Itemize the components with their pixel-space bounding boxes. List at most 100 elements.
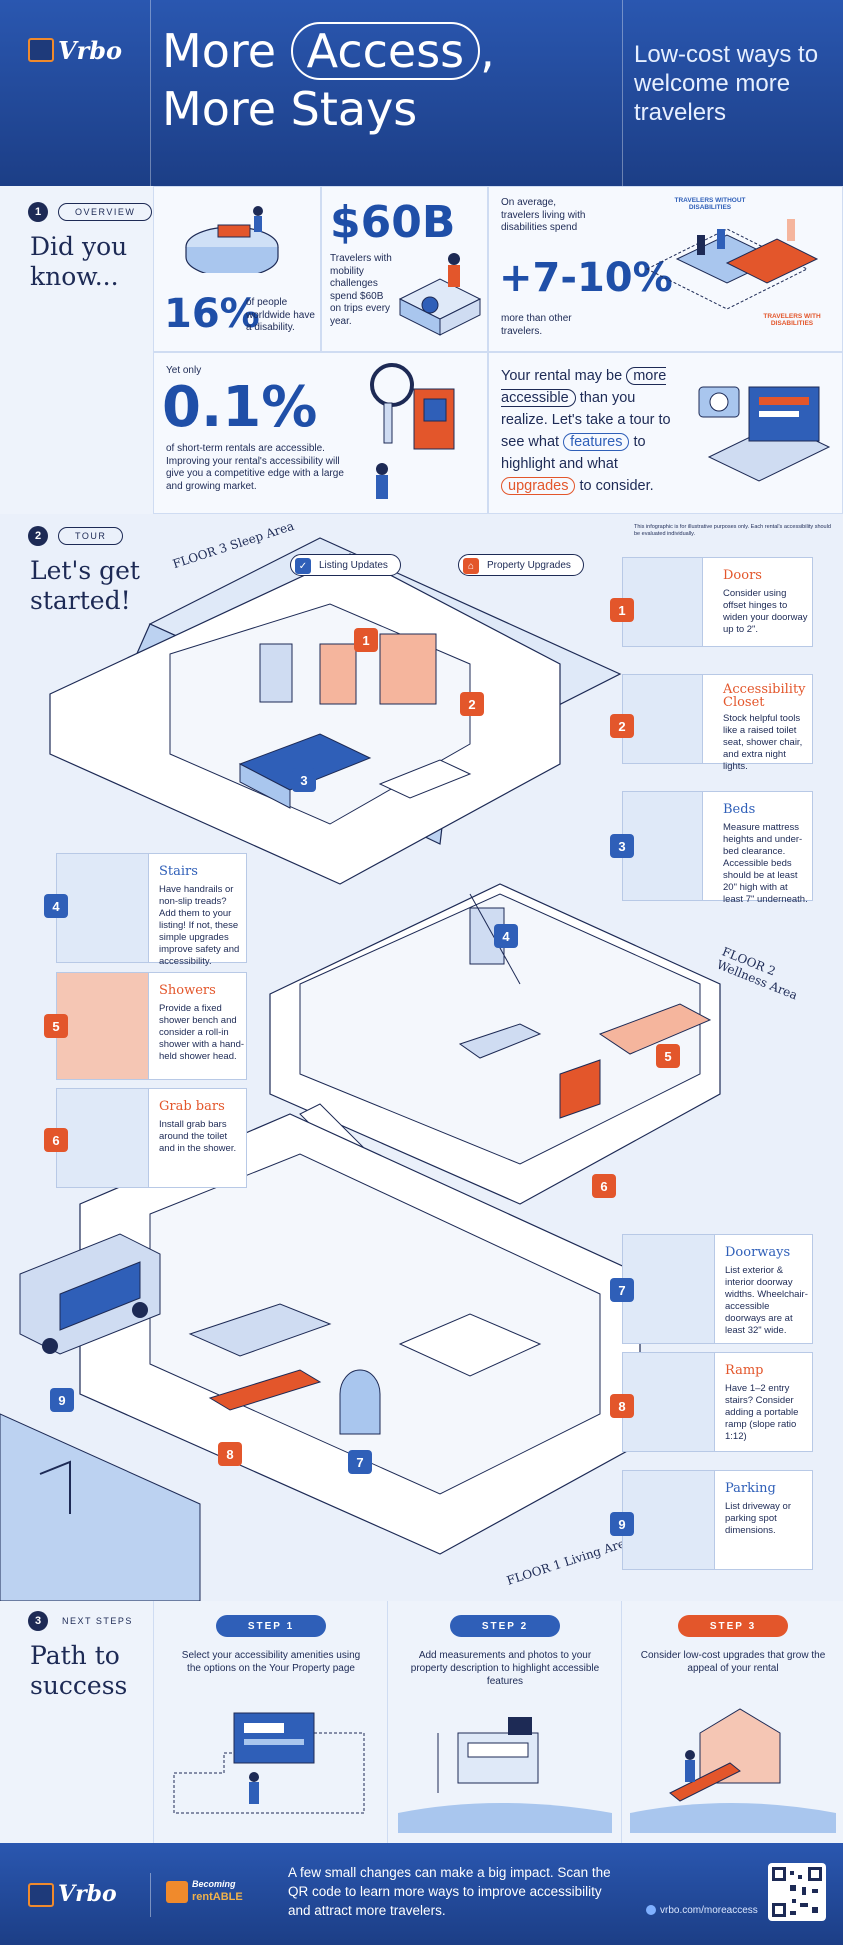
card-text: Have 1–2 entry stairs? Consider adding a…	[725, 1383, 799, 1442]
map-marker-8: 8	[218, 1442, 242, 1466]
laptop-listing-icon	[173, 1712, 365, 1814]
page-title-line1: More Access,	[162, 22, 495, 80]
house-upgrade-icon	[630, 1708, 836, 1833]
section-number: 3	[28, 1611, 48, 1631]
footer-divider	[150, 1873, 151, 1917]
stat-text: more than other travelers.	[501, 313, 572, 337]
property-upgrade-icon: ⌂	[463, 558, 479, 574]
highlight-pill-accessible: more accessible	[501, 367, 667, 407]
card-title: Stairs	[159, 864, 198, 879]
header-divider	[150, 0, 151, 186]
step-text: Consider low-cost upgrades that grow the…	[640, 1650, 826, 1674]
grab-bar-illustration-icon	[57, 1089, 149, 1187]
vrbo-logo-icon	[28, 1883, 54, 1907]
tour-intro-part: Your rental may be	[501, 368, 623, 384]
card-text: Install grab bars around the toilet and …	[159, 1119, 237, 1154]
parking-van-icon	[623, 1471, 715, 1569]
map-marker-3: 3	[292, 768, 316, 792]
map-marker-1: 1	[354, 628, 378, 652]
card-title: Grab bars	[159, 1099, 225, 1114]
step-pill: STEP 3	[678, 1615, 788, 1637]
card-badge: 5	[44, 1014, 68, 1038]
feature-card-closet: Accessibility Closet Stock helpful tools…	[622, 674, 813, 772]
step-text: Add measurements and photos to your prop…	[410, 1650, 600, 1687]
section-number: 2	[28, 526, 48, 546]
section-label-tour: 2 TOUR	[28, 526, 124, 546]
title-pill: Access	[290, 22, 481, 80]
card-badge: 4	[44, 894, 68, 918]
feature-card-showers: Showers Provide a fixed shower bench and…	[56, 972, 247, 1080]
highlight-pill-features: features	[563, 433, 630, 451]
card-badge: 2	[610, 714, 634, 738]
card-badge: 6	[44, 1128, 68, 1152]
card-text: Consider using offset hinges to widen yo…	[723, 588, 808, 635]
section-pill: TOUR	[58, 527, 124, 545]
legend-label: Listing Updates	[319, 559, 388, 571]
card-text: List driveway or parking spot dimensions…	[725, 1501, 791, 1536]
overview-section: 1 OVERVIEW Did you know... 16% of people…	[0, 186, 843, 514]
step-pill: STEP 2	[450, 1615, 560, 1637]
house-keys-icon	[370, 363, 455, 499]
card-title: Beds	[723, 802, 756, 817]
stat-intro: On average, travelers living with disabi…	[501, 197, 586, 233]
tour-intro-part: than you realize. Let's take a tour to s…	[501, 390, 671, 450]
card-badge: 1	[610, 598, 634, 622]
title-comma: ,	[480, 24, 495, 78]
feature-card-parking: Parking List driveway or parking spot di…	[622, 1470, 813, 1570]
card-badge: 9	[610, 1512, 634, 1536]
section-pill: NEXT STEPS	[62, 1616, 133, 1626]
tagline: Low-cost ways to welcome more travelers	[634, 41, 819, 126]
highlight-pill-upgrades: upgrades	[501, 477, 576, 495]
title-word: More	[162, 24, 277, 78]
bed-measure-icon	[398, 1717, 612, 1833]
stat-value: 16%	[164, 291, 260, 337]
stat-card-spend: On average, travelers living with disabi…	[488, 186, 843, 352]
stat-intro: Yet only	[166, 365, 202, 376]
card-title: Showers	[159, 983, 216, 998]
card-text: List exterior & interior doorway widths.…	[725, 1265, 808, 1336]
feature-card-grab-bars: Grab bars Install grab bars around the t…	[56, 1088, 247, 1188]
stat-value: +7-10%	[499, 255, 673, 301]
card-badge: 8	[610, 1394, 634, 1418]
chart-label-top: TRAVELERS WITHOUT DISABILITIES	[674, 197, 746, 211]
doorway-illustration-icon	[623, 1235, 715, 1343]
step-column-1: STEP 1 Select your accessibility ameniti…	[153, 1601, 387, 1843]
globe-platform-icon	[185, 206, 279, 273]
partner-top: Becoming	[192, 1879, 236, 1889]
legend-listing-updates: ✓ Listing Updates	[290, 554, 401, 576]
map-marker-4: 4	[494, 924, 518, 948]
brand-logo-text: Vrbo	[58, 36, 123, 65]
stairs-illustration-icon	[57, 854, 149, 962]
doors-illustration-icon	[623, 558, 703, 646]
partner-bottom: rentABLE	[192, 1891, 243, 1903]
card-title: Accessibility Closet	[723, 682, 806, 710]
header-banner: Vrbo More Access, More Stays Low-cost wa…	[0, 0, 843, 186]
section-pill: OVERVIEW	[58, 203, 153, 221]
stat-text: of short-term rentals are accessible. Im…	[166, 443, 344, 492]
chart-label-bottom: TRAVELERS WITH DISABILITIES	[763, 313, 821, 327]
section-heading: Path to success	[30, 1641, 128, 1700]
partner-house-icon	[166, 1881, 188, 1903]
qr-pattern	[772, 1867, 822, 1917]
bed-illustration-icon	[623, 792, 703, 900]
closet-illustration-icon	[623, 675, 703, 763]
section-number: 1	[28, 202, 48, 222]
footer-message: A few small changes can make a big impac…	[288, 1865, 611, 1918]
card-title: Ramp	[725, 1363, 764, 1378]
legend-label: Property Upgrades	[487, 559, 571, 571]
footer-url-link[interactable]: vrbo.com/moreaccess	[660, 1905, 758, 1916]
tour-intro-part: to highlight and what	[501, 434, 646, 472]
card-text: Provide a fixed shower bench and conside…	[159, 1003, 245, 1062]
next-steps-section: 3 NEXT STEPS Path to success STEP 1 Sele…	[0, 1601, 843, 1843]
feature-card-doors: Doors Consider using offset hinges to wi…	[622, 557, 813, 647]
listing-update-icon: ✓	[295, 558, 311, 574]
legend-property-upgrades: ⌂ Property Upgrades	[458, 554, 584, 576]
qr-code-icon[interactable]	[768, 1863, 826, 1921]
card-title: Parking	[725, 1481, 776, 1496]
tour-intro-text: Your rental may be more accessible than …	[501, 365, 681, 497]
isometric-platforms-icon	[645, 219, 819, 310]
section-label-steps: 3 NEXT STEPS	[28, 1611, 137, 1631]
feature-card-stairs: Stairs Have handrails or non-slip treads…	[56, 853, 247, 967]
tour-section: 2 TOUR Let's get started! This infograph…	[0, 514, 843, 1601]
feature-card-ramp: Ramp Have 1–2 entry stairs? Consider add…	[622, 1352, 813, 1452]
